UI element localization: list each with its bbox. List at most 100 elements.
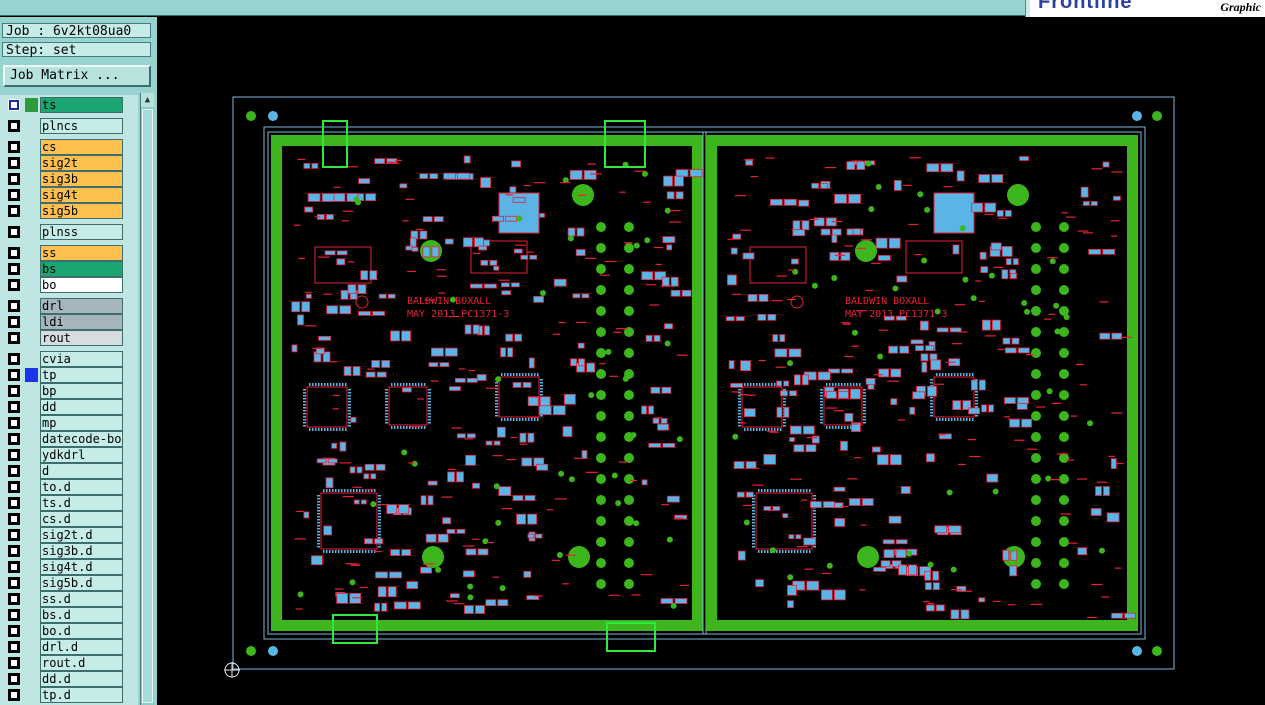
layer-row-cvia[interactable]: cvia [0,351,138,367]
layer-toggle-checkbox[interactable] [8,673,20,685]
layer-name-label[interactable]: rout [40,330,123,346]
layer-toggle-checkbox[interactable] [8,226,20,238]
layer-row-sig5b[interactable]: sig5b [0,203,138,219]
layer-name-label[interactable]: sig3b.d [40,543,123,559]
layer-name-label[interactable]: tp [40,367,123,383]
layer-toggle-checkbox[interactable] [8,625,20,637]
layer-name-label[interactable]: drl [40,298,123,314]
layer-name-label[interactable]: ts [40,97,123,113]
layer-row-ts-d[interactable]: ts.d [0,495,138,511]
layer-name-label[interactable]: bo [40,277,123,293]
layer-name-label[interactable]: plnss [40,224,123,240]
layer-row-datecode-bo[interactable]: datecode-bo [0,431,138,447]
layer-name-label[interactable]: ss [40,245,123,261]
layer-name-label[interactable]: drl.d [40,639,123,655]
layer-list-scrollbar[interactable]: ▲ [140,93,154,705]
layer-toggle-checkbox[interactable] [8,99,20,111]
layer-name-label[interactable]: d [40,463,123,479]
layer-row-dd[interactable]: dd [0,399,138,415]
layer-name-label[interactable]: dd [40,399,123,415]
layer-toggle-checkbox[interactable] [8,465,20,477]
layer-name-label[interactable]: sig4t [40,187,123,203]
layer-name-label[interactable]: sig2t.d [40,527,123,543]
layer-name-label[interactable]: sig5b.d [40,575,123,591]
layer-row-bp[interactable]: bp [0,383,138,399]
layer-row-plncs[interactable]: plncs [0,118,138,134]
layer-toggle-checkbox[interactable] [8,513,20,525]
layer-name-label[interactable]: cs.d [40,511,123,527]
layer-toggle-checkbox[interactable] [8,263,20,275]
layer-row-sig2t-d[interactable]: sig2t.d [0,527,138,543]
layer-toggle-checkbox[interactable] [8,300,20,312]
layer-row-to-d[interactable]: to.d [0,479,138,495]
layer-row-plnss[interactable]: plnss [0,224,138,240]
layer-toggle-checkbox[interactable] [8,689,20,701]
layer-toggle-checkbox[interactable] [8,657,20,669]
layer-name-label[interactable]: ts.d [40,495,123,511]
layer-toggle-checkbox[interactable] [8,353,20,365]
layer-row-rout[interactable]: rout [0,330,138,346]
layer-toggle-checkbox[interactable] [8,247,20,259]
layer-row-bo-d[interactable]: bo.d [0,623,138,639]
layer-name-label[interactable]: cvia [40,351,123,367]
layer-row-tp-d[interactable]: tp.d [0,687,138,703]
layer-name-label[interactable]: bs [40,261,123,277]
layer-name-label[interactable]: bp [40,383,123,399]
layer-toggle-checkbox[interactable] [8,529,20,541]
layer-toggle-checkbox[interactable] [8,369,20,381]
scroll-up-arrow-icon[interactable]: ▲ [141,93,154,107]
layer-name-label[interactable]: to.d [40,479,123,495]
layer-color-swatch[interactable] [25,368,38,382]
layer-row-ss-d[interactable]: ss.d [0,591,138,607]
layer-name-label[interactable]: rout.d [40,655,123,671]
layer-name-label[interactable]: sig3b [40,171,123,187]
layer-row-tp[interactable]: tp [0,367,138,383]
layer-name-label[interactable]: plncs [40,118,123,134]
layer-row-sig3b-d[interactable]: sig3b.d [0,543,138,559]
layer-row-ts[interactable]: ts [0,97,138,113]
layer-toggle-checkbox[interactable] [8,120,20,132]
layer-name-label[interactable]: bs.d [40,607,123,623]
layer-name-label[interactable]: dd.d [40,671,123,687]
layer-row-ss[interactable]: ss [0,245,138,261]
layer-row-sig4t-d[interactable]: sig4t.d [0,559,138,575]
layer-row-bs[interactable]: bs [0,261,138,277]
layer-row-mp[interactable]: mp [0,415,138,431]
layer-toggle-checkbox[interactable] [8,609,20,621]
graphic-canvas[interactable]: BALDWIN BOXALL MAY 2013 PC1371-3 BALDWIN… [157,17,1265,705]
scroll-thumb[interactable] [142,109,153,703]
layer-toggle-checkbox[interactable] [8,593,20,605]
pcb-panel-view[interactable] [157,17,1265,705]
layer-toggle-checkbox[interactable] [8,561,20,573]
layer-toggle-checkbox[interactable] [8,385,20,397]
layer-name-label[interactable]: tp.d [40,687,123,703]
layer-name-label[interactable]: cs [40,139,123,155]
layer-toggle-checkbox[interactable] [8,173,20,185]
layer-name-label[interactable]: mp [40,415,123,431]
layer-row-bs-d[interactable]: bs.d [0,607,138,623]
layer-toggle-checkbox[interactable] [8,279,20,291]
layer-name-label[interactable]: sig2t [40,155,123,171]
job-matrix-button[interactable]: Job Matrix ... [3,65,151,87]
layer-name-label[interactable]: ldi [40,314,123,330]
layer-toggle-checkbox[interactable] [8,316,20,328]
layer-toggle-checkbox[interactable] [8,577,20,589]
layer-toggle-checkbox[interactable] [8,401,20,413]
layer-toggle-checkbox[interactable] [8,449,20,461]
layer-name-label[interactable]: datecode-bo [40,431,123,447]
layer-row-drl[interactable]: drl [0,298,138,314]
layer-row-d[interactable]: d [0,463,138,479]
layer-toggle-checkbox[interactable] [8,481,20,493]
layer-color-swatch[interactable] [25,98,38,112]
layer-row-cs[interactable]: cs [0,139,138,155]
layer-name-label[interactable]: bo.d [40,623,123,639]
layer-row-sig3b[interactable]: sig3b [0,171,138,187]
layer-toggle-checkbox[interactable] [8,497,20,509]
layer-toggle-checkbox[interactable] [8,433,20,445]
layer-row-bo[interactable]: bo [0,277,138,293]
layer-toggle-checkbox[interactable] [8,141,20,153]
layer-row-sig5b-d[interactable]: sig5b.d [0,575,138,591]
layer-toggle-checkbox[interactable] [8,205,20,217]
layer-toggle-checkbox[interactable] [8,545,20,557]
layer-row-sig2t[interactable]: sig2t [0,155,138,171]
